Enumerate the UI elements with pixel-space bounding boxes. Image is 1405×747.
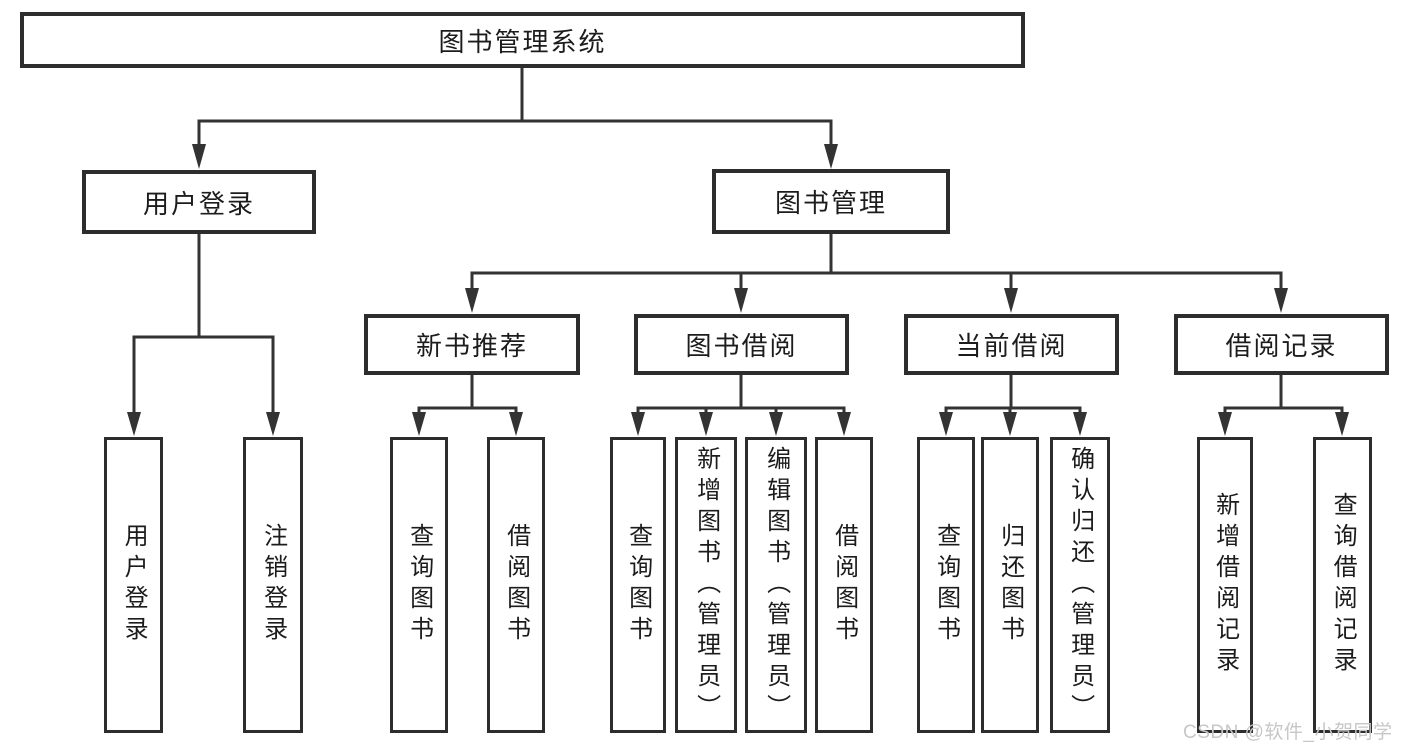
node-borrow-records: 借阅记录	[1174, 314, 1389, 375]
leaf-return-books-label: 归还图书	[996, 523, 1024, 647]
leaf-query-books-recommend: 查询图书	[390, 437, 448, 733]
arrowhead-icons	[127, 144, 1349, 436]
leaf-user-login-label: 用户登录	[120, 523, 148, 647]
node-user-login: 用户登录	[82, 170, 316, 234]
leaf-confirm-return-admin: 确认归还（管理员）	[1050, 437, 1110, 733]
leaf-add-borrow-record: 新增借阅记录	[1197, 437, 1253, 733]
leaf-confirm-return-admin-label: 确认归还（管理员）	[1066, 445, 1094, 725]
node-new-book-recommend-label: 新书推荐	[415, 331, 528, 361]
leaf-return-books: 归还图书	[981, 437, 1039, 733]
leaf-query-books-recommend-label: 查询图书	[405, 523, 433, 647]
connector-lines	[132, 68, 1344, 413]
leaf-query-books-current-label: 查询图书	[932, 523, 960, 647]
leaf-edit-books-admin: 编辑图书（管理员）	[745, 437, 807, 733]
node-new-book-recommend: 新书推荐	[364, 314, 580, 375]
node-book-management: 图书管理	[712, 169, 950, 234]
node-library-system: 图书管理系统	[20, 12, 1025, 68]
leaf-add-books-admin: 新增图书（管理员）	[675, 437, 737, 733]
leaf-add-books-admin-label: 新增图书（管理员）	[692, 445, 720, 725]
leaf-borrow-books-recommend-label: 借阅图书	[502, 523, 530, 647]
node-book-borrowing: 图书借阅	[634, 314, 849, 375]
leaf-edit-books-admin-label: 编辑图书（管理员）	[762, 445, 790, 725]
leaf-borrow-books-borrowing: 借阅图书	[815, 437, 873, 733]
leaf-logout: 注销登录	[243, 437, 303, 733]
leaf-query-books-current: 查询图书	[917, 437, 975, 733]
node-current-borrowing-label: 当前借阅	[955, 331, 1068, 361]
node-user-login-label: 用户登录	[142, 188, 255, 219]
leaf-query-borrow-record: 查询借阅记录	[1313, 437, 1372, 733]
node-book-borrowing-label: 图书借阅	[685, 331, 798, 361]
leaf-query-borrow-record-label: 查询借阅记录	[1329, 492, 1357, 678]
node-borrow-records-label: 借阅记录	[1225, 331, 1338, 361]
csdn-watermark: CSDN @软件_小贺同学	[1183, 722, 1393, 743]
leaf-query-books-borrowing-label: 查询图书	[624, 523, 652, 647]
leaf-borrow-books-recommend: 借阅图书	[487, 437, 545, 733]
leaf-query-books-borrowing: 查询图书	[610, 437, 666, 733]
leaf-user-login: 用户登录	[104, 437, 163, 733]
leaf-logout-label: 注销登录	[259, 523, 287, 647]
leaf-borrow-books-borrowing-label: 借阅图书	[830, 523, 858, 647]
node-library-system-label: 图书管理系统	[438, 26, 607, 57]
leaf-add-borrow-record-label: 新增借阅记录	[1211, 492, 1239, 678]
node-book-management-label: 图书管理	[774, 188, 887, 218]
node-current-borrowing: 当前借阅	[904, 314, 1119, 375]
